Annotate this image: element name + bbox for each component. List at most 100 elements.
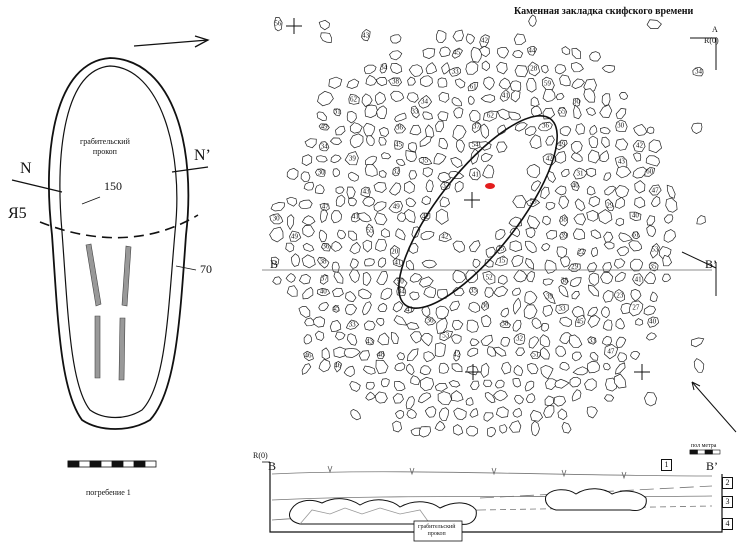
stone-depth-label: 36 <box>322 242 330 251</box>
stone <box>362 365 376 375</box>
layer-4-box: 4 <box>722 518 733 530</box>
stone <box>696 215 706 225</box>
stone <box>420 333 433 347</box>
grid-crosses <box>286 18 650 380</box>
stone-depth-label: 23 <box>616 291 624 300</box>
stone-depth-label: 39 <box>545 292 553 301</box>
stone <box>509 80 522 92</box>
stone <box>586 360 600 374</box>
stone <box>500 337 511 347</box>
stone <box>586 406 598 419</box>
stone <box>508 111 522 121</box>
stone <box>395 410 405 419</box>
stone <box>403 180 415 194</box>
stone <box>388 77 403 87</box>
stone <box>571 291 580 300</box>
stone <box>508 216 522 227</box>
stone <box>302 286 314 300</box>
stone <box>456 139 465 153</box>
stone <box>497 46 509 59</box>
stone <box>559 332 572 345</box>
stone <box>349 133 364 149</box>
stone <box>531 180 542 192</box>
stone <box>469 110 481 123</box>
stone <box>644 166 656 177</box>
stone <box>588 135 599 148</box>
stone <box>500 307 509 318</box>
stone <box>645 332 657 341</box>
stone <box>343 347 361 358</box>
stone <box>440 181 451 190</box>
stone <box>513 297 521 315</box>
stone <box>434 420 446 431</box>
stone-depth-label: 38 <box>559 215 567 224</box>
stone <box>419 426 431 438</box>
stone <box>349 122 363 134</box>
stone <box>394 362 406 372</box>
stone <box>285 273 296 283</box>
stone-depth-label: 45 <box>332 304 340 313</box>
stone <box>587 262 598 273</box>
stone <box>408 242 419 254</box>
stone <box>436 30 447 43</box>
stone <box>483 76 495 91</box>
stone <box>468 287 478 296</box>
stone <box>365 223 375 238</box>
stone <box>425 124 435 140</box>
stone <box>439 330 454 342</box>
grave-outline <box>11 57 209 430</box>
stone-depth-label: 43 <box>362 31 370 40</box>
stone <box>572 97 581 108</box>
stone <box>601 93 611 106</box>
stone <box>605 198 615 212</box>
stone <box>374 91 386 106</box>
stone <box>648 139 662 154</box>
stone <box>435 208 449 225</box>
stone <box>649 243 660 259</box>
stone-depth-label: 40 <box>631 211 639 220</box>
stone <box>466 425 479 437</box>
stone <box>350 212 360 223</box>
stone <box>513 364 524 376</box>
stone <box>451 390 464 402</box>
stone-depth-label: 42 <box>635 141 643 150</box>
corner-marks <box>681 37 717 296</box>
stone-depth-label: 43 <box>362 187 370 196</box>
stone <box>483 412 494 422</box>
stone <box>658 246 672 259</box>
stone <box>469 167 481 181</box>
stone <box>544 259 557 274</box>
stone <box>424 406 437 418</box>
stone <box>409 124 422 136</box>
stone <box>646 215 656 226</box>
stone <box>470 46 483 63</box>
stone <box>419 365 432 376</box>
stone <box>346 111 357 124</box>
red-marker <box>485 183 495 189</box>
stone <box>420 230 435 241</box>
stone <box>466 365 479 376</box>
depth-outer: 70 <box>200 262 212 276</box>
stone <box>453 407 467 421</box>
stone <box>515 347 526 356</box>
stone <box>437 77 448 88</box>
stone <box>616 246 629 257</box>
stone-depth-label: 20 <box>391 247 399 256</box>
stone <box>303 350 314 362</box>
stone <box>635 318 644 326</box>
stone <box>337 229 347 240</box>
stone <box>526 78 537 93</box>
stone <box>663 214 674 224</box>
stone <box>410 105 420 119</box>
stone <box>560 277 569 285</box>
stone <box>588 272 600 286</box>
stone <box>497 108 511 121</box>
stone <box>559 256 571 268</box>
stone <box>514 65 529 78</box>
stone <box>314 330 325 342</box>
stone <box>514 395 524 405</box>
stone <box>270 202 285 212</box>
stone <box>362 301 372 316</box>
stone <box>690 337 705 348</box>
stone-depth-label: 30 <box>272 214 280 223</box>
